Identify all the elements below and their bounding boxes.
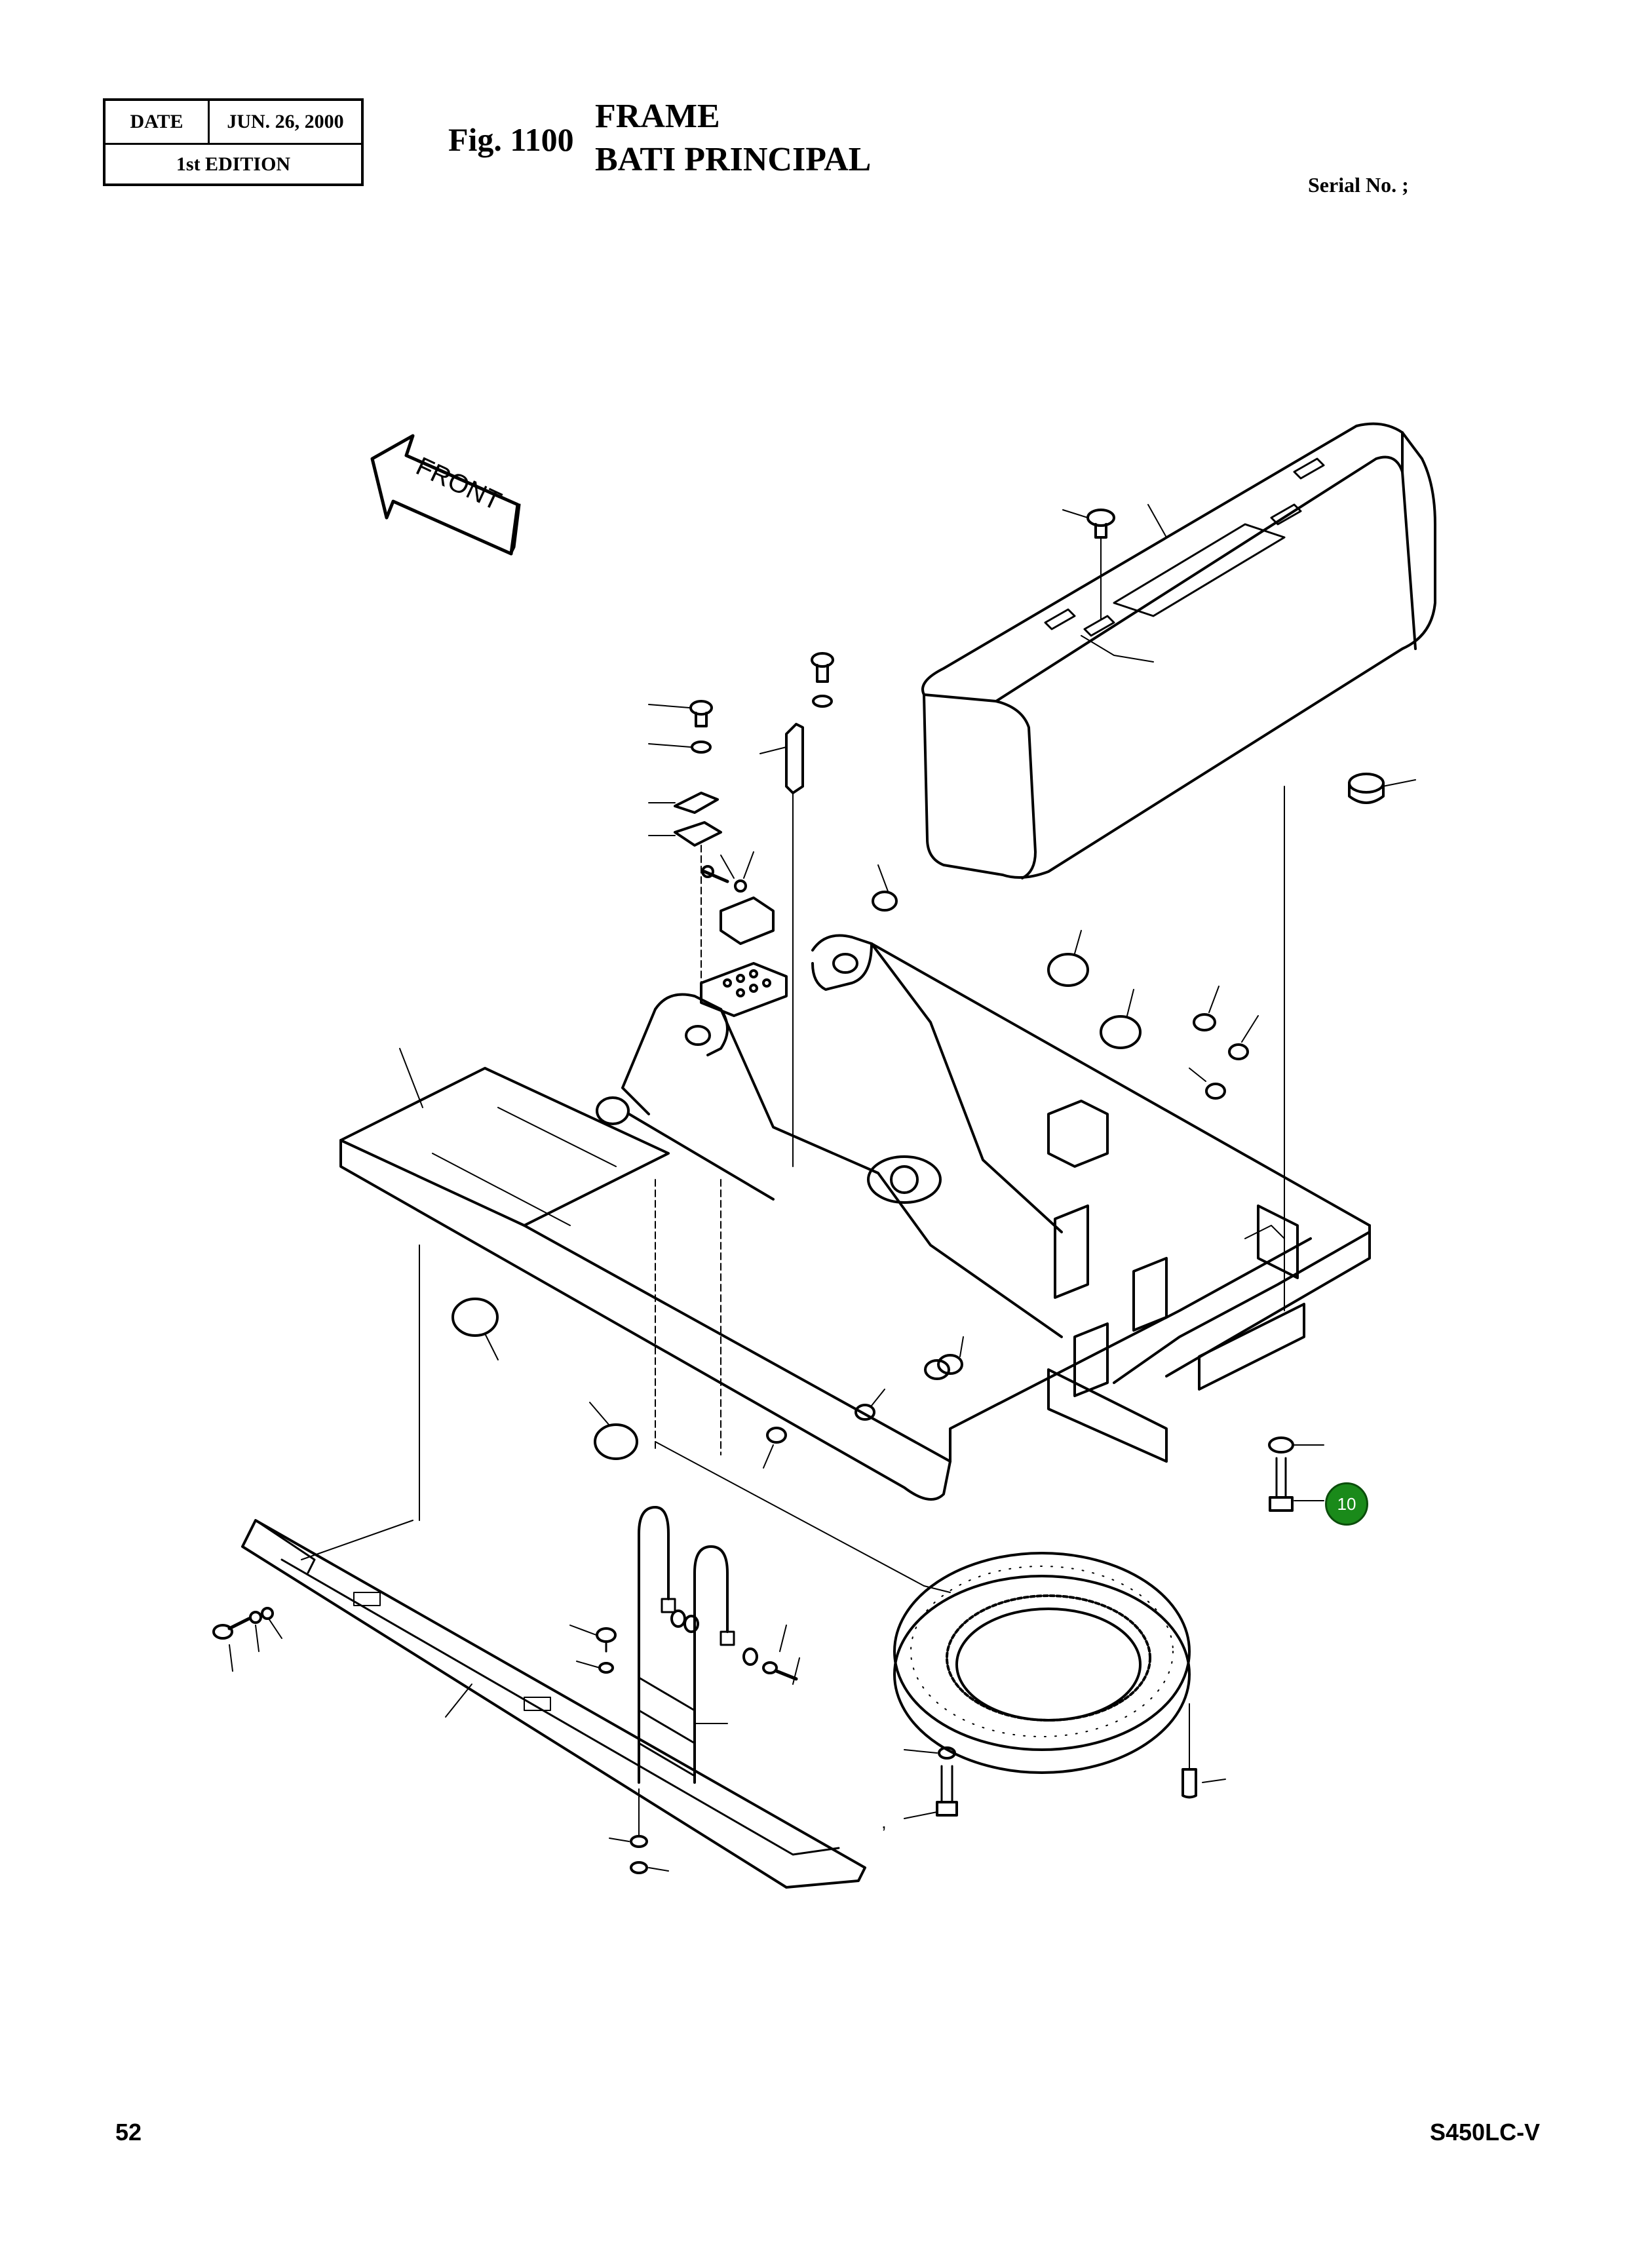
grommet-icons [399,864,1259,1469]
page-number: 52 [115,2119,142,2146]
front-arrow-icon [370,434,521,556]
side-step-part [212,1244,866,1889]
upper-hardware-group [648,652,834,1167]
model-number: S450LC-V [1430,2119,1541,2146]
main-frame-part [339,934,1371,1501]
figure-number: Fig. 1100 [448,121,574,158]
date-row: DATE JUN. 26, 2000 [106,101,361,145]
swing-bearing-part [655,1441,1226,1819]
edition-label: 1st EDITION [176,153,291,175]
counterweight-pad-icon [1284,773,1416,1311]
ladder-part [569,1506,800,1874]
title-english: FRAME [595,98,720,135]
front-label: FRONT [412,452,505,516]
stray-mark: , [881,1812,887,1832]
title-french: BATI PRINCIPAL [595,141,872,178]
counterweight-bolt-icon [1062,504,1167,620]
serial-number-label: Serial No. ; [1308,173,1409,197]
date-label: DATE [106,101,210,143]
part-callout-10[interactable]: 10 [1325,1482,1368,1526]
frame-bolt-icon [1268,1436,1324,1512]
date-value: JUN. 26, 2000 [227,111,344,132]
step-block-icon [700,896,788,1017]
counterweight-part [921,422,1436,879]
date-edition-box: DATE JUN. 26, 2000 1st EDITION [103,98,364,186]
